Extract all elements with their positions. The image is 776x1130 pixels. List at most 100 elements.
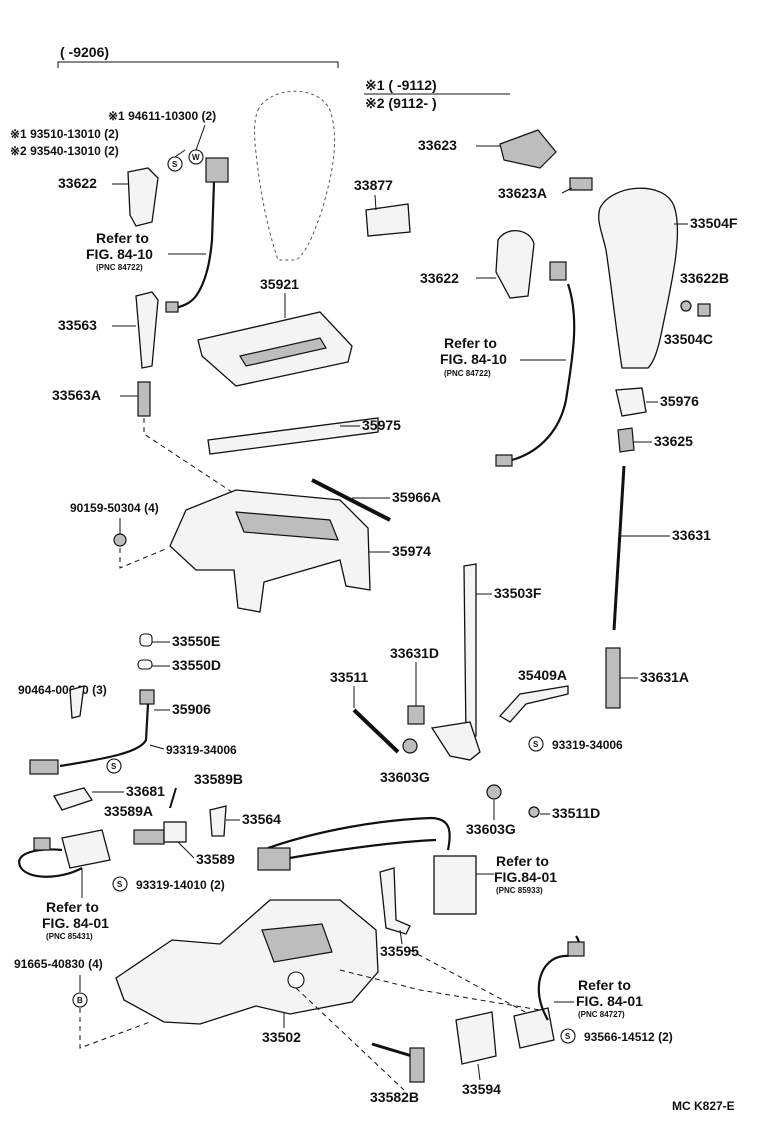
- label-35966A: 35966A: [392, 489, 441, 505]
- dash-91665: [79, 1008, 151, 1049]
- ref2-line1: Refer to: [444, 335, 497, 351]
- leader-33877: [374, 194, 377, 211]
- label-33603G-a: 33603G: [380, 769, 430, 785]
- part-33589A-spring: [133, 829, 165, 845]
- ref2-pnc: (PNC 84722): [444, 369, 491, 378]
- part-35974-housing: [169, 489, 371, 613]
- part-switch-right: [549, 261, 567, 281]
- ref2-line2: FIG. 84-10: [440, 351, 507, 367]
- wire-connector-unit-right: [567, 941, 585, 957]
- label-35975: 35975: [362, 417, 401, 433]
- label-33550E: 33550E: [172, 633, 220, 649]
- dash-33582B: [295, 987, 405, 1091]
- part-33504F-knob: [598, 187, 679, 369]
- ref4-pnc: (PNC 85431): [46, 932, 93, 941]
- s-mark-circle-3: [106, 758, 122, 774]
- part-35974-slot: [235, 511, 339, 541]
- label-33503F: 33503F: [494, 585, 542, 601]
- ref5-line1: Refer to: [578, 977, 631, 993]
- label-90464: 90464-00640 (3): [18, 683, 107, 697]
- part-33511D: [528, 806, 540, 818]
- harness-connector: [257, 847, 291, 871]
- label-94611: ※1 94611-10300 (2): [108, 109, 216, 123]
- leader-93510: [174, 149, 186, 158]
- part-33503F-base: [430, 721, 481, 761]
- leader-94611: [195, 124, 206, 151]
- label-93566: 93566-14512 (2): [584, 1030, 673, 1044]
- part-33563: [135, 291, 159, 369]
- label-33589: 33589: [196, 851, 235, 867]
- wire-upper-left: [175, 181, 216, 310]
- label-33563A: 33563A: [52, 387, 101, 403]
- label-93510: ※1 93510-13010 (2): [10, 127, 119, 141]
- wire-harness-a: [267, 816, 451, 851]
- wire-35906: [59, 703, 150, 768]
- label-33594: 33594: [462, 1081, 501, 1097]
- diagram-code: MC K827-E: [672, 1099, 735, 1113]
- part-33550D: [137, 659, 153, 670]
- part-35976: [615, 387, 647, 417]
- label-33504F: 33504F: [690, 215, 738, 231]
- label-33631A: 33631A: [640, 669, 689, 685]
- s-mark-5: S: [565, 1032, 571, 1041]
- part-33564: [209, 805, 227, 837]
- wire-right: [511, 283, 576, 462]
- leader-33594: [477, 1063, 481, 1081]
- part-unit-right: [513, 1007, 555, 1049]
- part-33631-rod: [612, 465, 626, 631]
- label-93319-c: 93319-14010 (2): [136, 878, 225, 892]
- ref5-line2: FIG. 84-01: [576, 993, 643, 1009]
- wire-connector-solenoid: [33, 837, 51, 851]
- part-33511-bolt: [352, 708, 400, 754]
- part-33502-gate: [261, 923, 333, 963]
- ref3-pnc: (PNC 85933): [496, 886, 543, 895]
- label-33511D: 33511D: [552, 805, 600, 821]
- leader-33589: [177, 841, 195, 859]
- label-33622B: 33622B: [680, 270, 729, 286]
- part-33877-plate: [365, 203, 411, 237]
- part-33603G-b: [486, 784, 502, 800]
- ref1-line2: FIG. 84-10: [86, 246, 153, 262]
- part-33631A-spring: [605, 647, 621, 709]
- ref4-line2: FIG. 84-01: [42, 915, 109, 931]
- s-mark-circle-5: [560, 1028, 576, 1044]
- ref3-line2: FIG.84-01: [494, 869, 557, 885]
- part-33503F-lever: [463, 563, 477, 739]
- label-33681: 33681: [126, 783, 165, 799]
- part-33582B-head: [409, 1047, 425, 1083]
- part-33681: [53, 787, 94, 811]
- label-33623: 33623: [418, 137, 457, 153]
- part-33595-bracket: [379, 867, 411, 935]
- part-33622-left-cover: [127, 167, 159, 227]
- label-33550D: 33550D: [172, 657, 221, 673]
- part-33622-right-bezel: [495, 230, 535, 299]
- label-90159: 90159-50304 (4): [70, 501, 159, 515]
- part-33622B: [697, 303, 711, 317]
- part-33582B-pin: [371, 1042, 413, 1058]
- part-33623: [499, 129, 557, 169]
- dash-33563A: [143, 418, 233, 493]
- wire-harness-b: [267, 838, 437, 864]
- label-33622-right: 33622: [420, 270, 459, 286]
- range-label-left: ( -9206): [60, 44, 109, 60]
- part-35966A-rod: [311, 478, 391, 522]
- label-33595: 33595: [380, 943, 419, 959]
- part-switch-upper: [205, 157, 229, 183]
- part-33594-bracket: [455, 1011, 497, 1065]
- part-35975-strip: [207, 417, 379, 455]
- s-mark-3: S: [111, 762, 117, 771]
- leader-93319-a: [149, 744, 165, 750]
- label-33563: 33563: [58, 317, 97, 333]
- range-bracket: [57, 61, 339, 68]
- label-33631: 33631: [672, 527, 711, 543]
- ref1-line1: Refer to: [96, 230, 149, 246]
- label-35409A: 35409A: [518, 667, 567, 683]
- label-93540: ※2 93540-13010 (2): [10, 144, 119, 158]
- ref1-pnc: (PNC 84722): [96, 263, 143, 272]
- part-33603G-a: [402, 738, 418, 754]
- part-33589B: [169, 787, 177, 809]
- label-33625: 33625: [654, 433, 693, 449]
- label-35976: 35976: [660, 393, 699, 409]
- dash-unit-link: [339, 969, 541, 1011]
